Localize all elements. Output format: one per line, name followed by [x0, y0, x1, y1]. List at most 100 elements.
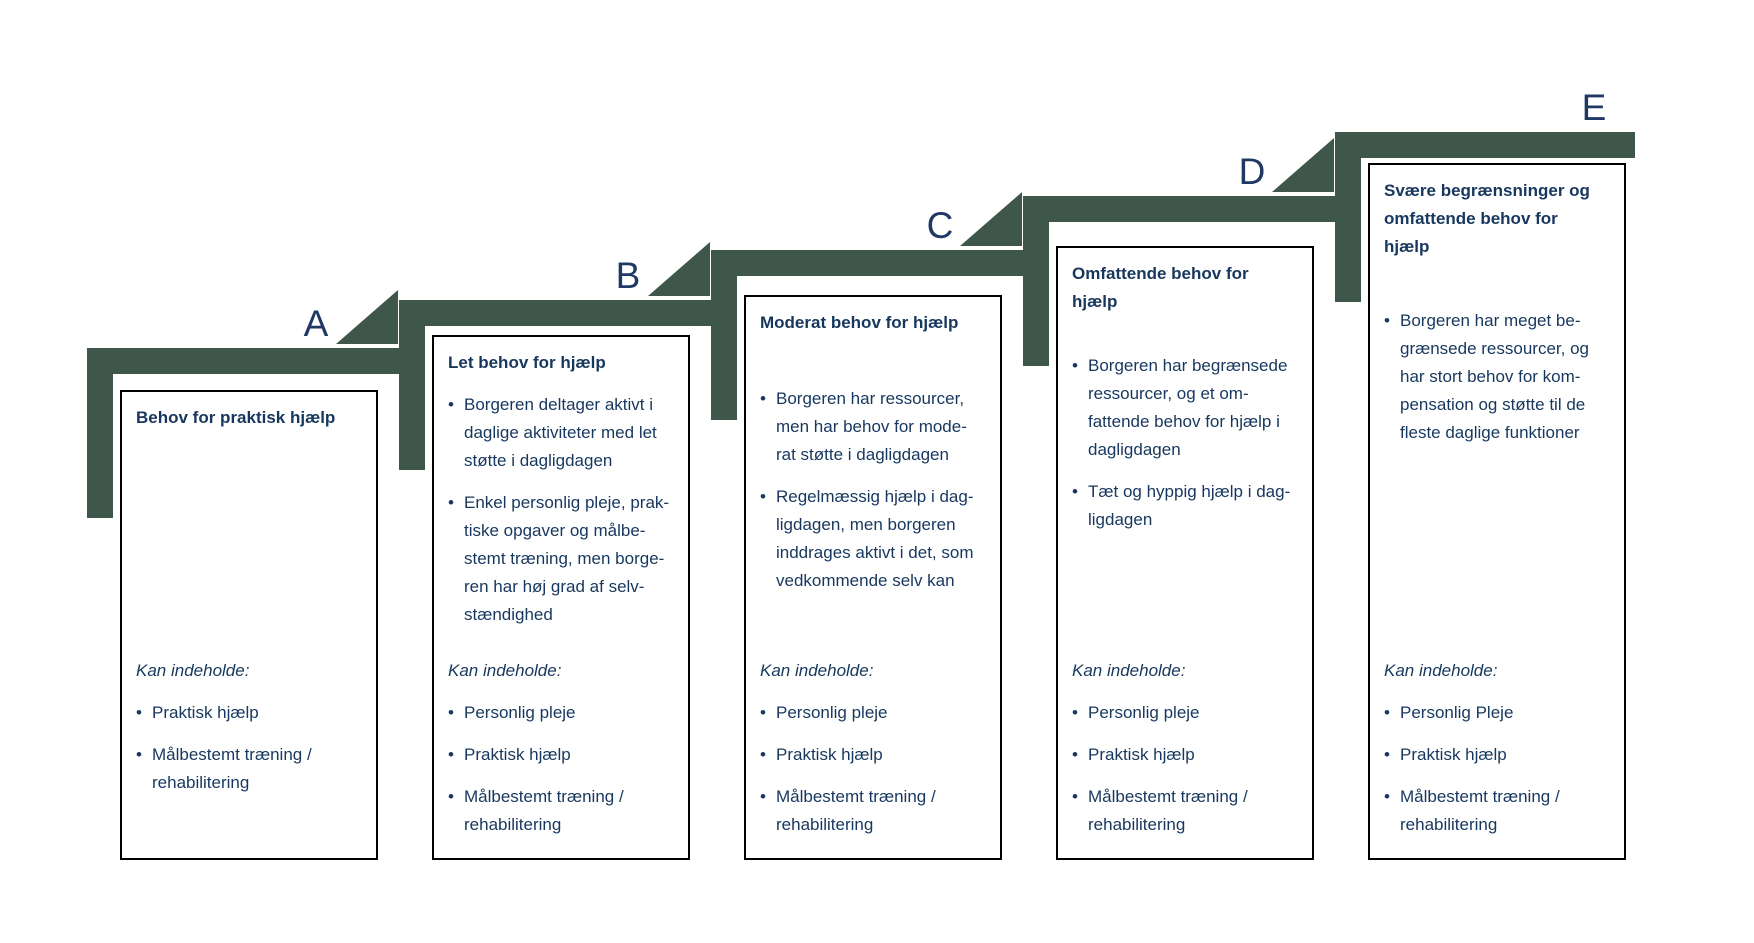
level-box-c: Moderat behov for hjælp • Borgeren har r…	[744, 295, 1002, 860]
step-triangle-icon-c	[960, 192, 1022, 246]
bullet-dot-icon: •	[1072, 745, 1078, 764]
bullet-dot-icon: •	[448, 787, 454, 806]
kan-bullet: • Målbestemt træning / rehabilitering	[136, 741, 366, 797]
description-bullet: • Enkel personlig pleje, prak- tiske opg…	[448, 489, 674, 629]
kan-indeholde-section: Kan indeholde: • Personlig pleje • Prakt…	[448, 657, 678, 839]
bullet-dot-icon: •	[1384, 311, 1390, 330]
kan-bullet: • Praktisk hjælp	[760, 741, 990, 769]
level-box-e: Svære begrænsninger og omfattende behov …	[1368, 163, 1626, 860]
kan-bullet: • Personlig Pleje	[1384, 699, 1614, 727]
bullet-dot-icon: •	[448, 493, 454, 512]
step-bar-horizontal-e	[1335, 132, 1635, 158]
kan-indeholde-label: Kan indeholde:	[448, 661, 562, 680]
level-title: Svære begrænsninger og omfattende behov …	[1384, 181, 1590, 256]
kan-indeholde-section: Kan indeholde: • Personlig pleje • Prakt…	[1072, 657, 1302, 839]
kan-bullet: • Målbestemt træning / rehabilitering	[448, 783, 678, 839]
kan-bullet: • Praktisk hjælp	[136, 699, 366, 727]
kan-indeholde-section: Kan indeholde: • Praktisk hjælp • Målbes…	[136, 657, 366, 797]
step-triangle-icon-b	[648, 242, 710, 296]
bullet-dot-icon: •	[1072, 482, 1078, 501]
level-description: • Borgeren har meget be- grænsede ressou…	[1384, 307, 1610, 447]
kan-bullet: • Personlig pleje	[760, 699, 990, 727]
level-description: • Borgeren har ressourcer, men har behov…	[760, 385, 986, 595]
kan-indeholde-label: Kan indeholde:	[1384, 661, 1498, 680]
bullet-text: Tæt og hyppig hjælp i dag- ligdagen	[1088, 482, 1291, 529]
bullet-text: Personlig pleje	[776, 703, 888, 722]
bullet-text: Personlig pleje	[464, 703, 576, 722]
step-triangle-icon-d	[1272, 138, 1334, 192]
level-title: Behov for praktisk hjælp	[136, 408, 336, 427]
bullet-text: Regelmæssig hjælp i dag- ligdagen, men b…	[776, 487, 974, 590]
bullet-text: Personlig Pleje	[1400, 703, 1514, 722]
level-box-a: Behov for praktisk hjælp Kan indeholde: …	[120, 390, 378, 860]
level-letter-b: B	[615, 255, 641, 296]
bullet-dot-icon: •	[760, 703, 766, 722]
bullet-dot-icon: •	[760, 389, 766, 408]
bullet-text: Personlig pleje	[1088, 703, 1200, 722]
bullet-dot-icon: •	[136, 703, 142, 722]
step-bar-vertical-a	[87, 348, 113, 518]
bullet-dot-icon: •	[1072, 703, 1078, 722]
bullet-dot-icon: •	[448, 703, 454, 722]
level-description: • Borgeren har begrænsede ressourcer, og…	[1072, 352, 1298, 534]
level-description: • Borgeren deltager aktivt i daglige akt…	[448, 391, 674, 629]
bullet-dot-icon: •	[1384, 787, 1390, 806]
bullet-text: Praktisk hjælp	[776, 745, 883, 764]
bullet-dot-icon: •	[760, 787, 766, 806]
bullet-text: Borgeren har meget be- grænsede ressourc…	[1400, 311, 1589, 442]
step-bar-vertical-c	[711, 250, 737, 420]
bullet-text: Målbestemt træning / rehabilitering	[1400, 787, 1560, 834]
level-box-d: Omfattende behov for hjælp • Borgeren ha…	[1056, 246, 1314, 860]
kan-indeholde-label: Kan indeholde:	[136, 661, 250, 680]
description-bullet: • Regelmæssig hjælp i dag- ligdagen, men…	[760, 483, 986, 595]
bullet-dot-icon: •	[760, 487, 766, 506]
bullet-text: Praktisk hjælp	[152, 703, 259, 722]
kan-indeholde-section: Kan indeholde: • Personlig pleje • Prakt…	[760, 657, 990, 839]
description-bullet: • Borgeren har ressourcer, men har behov…	[760, 385, 986, 469]
bullet-text: Målbestemt træning / rehabilitering	[1088, 787, 1248, 834]
level-letter-e: E	[1581, 87, 1607, 128]
bullet-text: Praktisk hjælp	[464, 745, 571, 764]
bullet-dot-icon: •	[1384, 703, 1390, 722]
description-bullet: • Tæt og hyppig hjælp i dag- ligdagen	[1072, 478, 1298, 534]
bullet-dot-icon: •	[1384, 745, 1390, 764]
kan-bullet: • Målbestemt træning / rehabilitering	[1384, 783, 1614, 839]
step-bar-horizontal-a	[87, 348, 399, 374]
step-bar-vertical-d	[1023, 196, 1049, 366]
step-bar-vertical-b	[399, 300, 425, 470]
level-letter-c: C	[926, 205, 954, 246]
bullet-text: Praktisk hjælp	[1400, 745, 1507, 764]
kan-bullet: • Personlig pleje	[1072, 699, 1302, 727]
bullet-text: Borgeren har begrænsede ressourcer, og e…	[1088, 356, 1288, 459]
bullet-dot-icon: •	[760, 745, 766, 764]
bullet-dot-icon: •	[136, 745, 142, 764]
bullet-dot-icon: •	[1072, 356, 1078, 375]
kan-bullet: • Personlig pleje	[448, 699, 678, 727]
description-bullet: • Borgeren har meget be- grænsede ressou…	[1384, 307, 1610, 447]
bullet-text: Praktisk hjælp	[1088, 745, 1195, 764]
bullet-text: Borgeren har ressourcer, men har behov f…	[776, 389, 967, 464]
kan-bullet: • Målbestemt træning / rehabilitering	[760, 783, 990, 839]
description-bullet: • Borgeren har begrænsede ressourcer, og…	[1072, 352, 1298, 464]
kan-indeholde-section: Kan indeholde: • Personlig Pleje • Prakt…	[1384, 657, 1614, 839]
step-bar-horizontal-c	[711, 250, 1023, 276]
step-bar-horizontal-d	[1023, 196, 1335, 222]
step-triangle-icon-a	[336, 290, 398, 344]
level-letter-d: D	[1238, 151, 1266, 192]
kan-indeholde-label: Kan indeholde:	[1072, 661, 1186, 680]
kan-bullet: • Praktisk hjælp	[448, 741, 678, 769]
level-title: Omfattende behov for hjælp	[1072, 264, 1249, 311]
bullet-text: Målbestemt træning / rehabilitering	[152, 745, 312, 792]
bullet-text: Enkel personlig pleje, prak- tiske opgav…	[464, 493, 670, 624]
level-title: Let behov for hjælp	[448, 353, 606, 372]
bullet-text: Borgeren deltager aktivt i daglige aktiv…	[464, 395, 657, 470]
bullet-dot-icon: •	[448, 395, 454, 414]
description-bullet: • Borgeren deltager aktivt i daglige akt…	[448, 391, 674, 475]
kan-indeholde-label: Kan indeholde:	[760, 661, 874, 680]
bullet-dot-icon: •	[448, 745, 454, 764]
bullet-text: Målbestemt træning / rehabilitering	[464, 787, 624, 834]
step-bar-horizontal-b	[399, 300, 711, 326]
level-title: Moderat behov for hjælp	[760, 313, 959, 332]
level-letter-a: A	[303, 303, 329, 344]
